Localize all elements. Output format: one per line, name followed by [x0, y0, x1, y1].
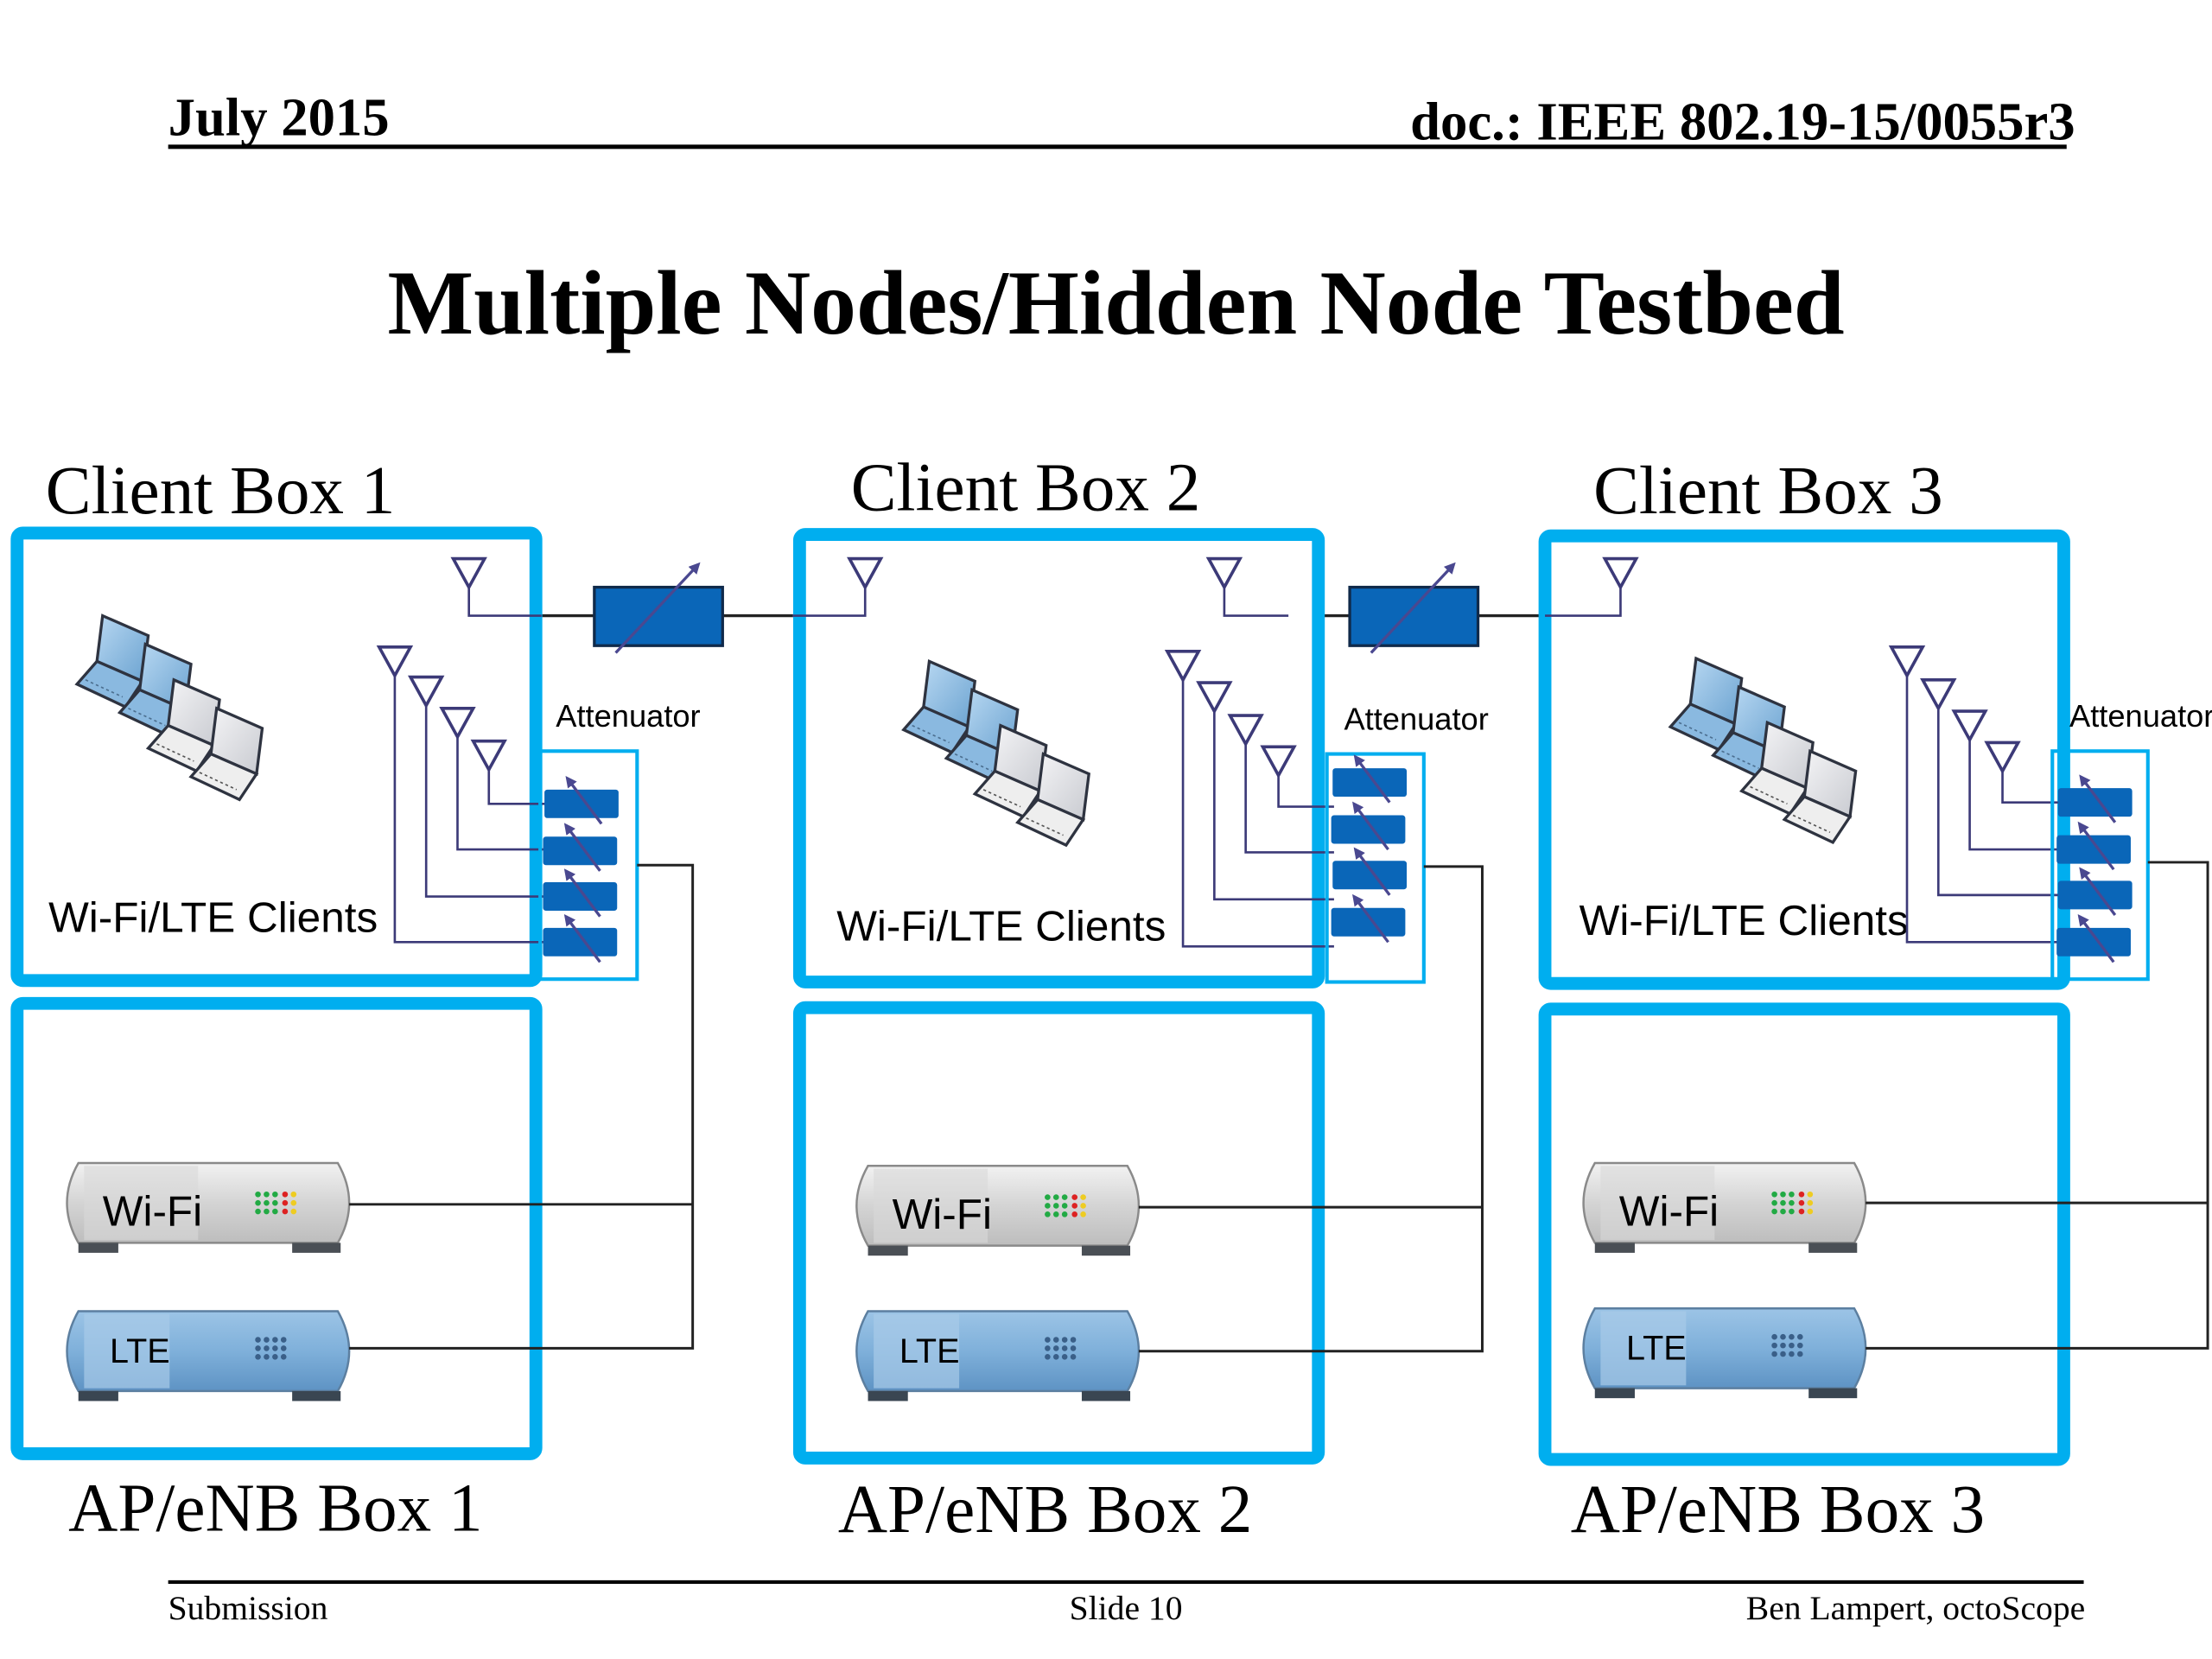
wifi-label: Wi-Fi [893, 1191, 992, 1238]
header-date: July 2015 [168, 87, 390, 148]
ap-box-1-label: AP/eNB Box 1 [68, 1471, 482, 1547]
wifi-label: Wi-Fi [1619, 1188, 1719, 1236]
clients-label: Wi-Fi/LTE Clients [836, 903, 1166, 950]
attenuator-bank [1325, 752, 1426, 984]
client-box-1-label: Client Box 1 [46, 453, 396, 529]
client-box-2-label: Client Box 2 [851, 450, 1201, 526]
attenuator-cell [1332, 849, 1407, 895]
slide-title: Multiple Nodes/Hidden Node Testbed [387, 252, 1844, 353]
attenuator-label: Attenuator [556, 698, 700, 734]
lte-router-icon: LTE [66, 1310, 351, 1402]
footer-submission: Submission [168, 1589, 328, 1627]
wifi-router-icon: Wi-Fi [855, 1165, 1141, 1257]
attenuator-cell [543, 825, 617, 871]
attenuator-bank [2050, 749, 2150, 982]
wifi-router-icon: Wi-Fi [66, 1161, 351, 1255]
client-antennas [377, 645, 548, 944]
lte-label: LTE [1626, 1330, 1687, 1368]
attenuator-label: Attenuator [1344, 702, 1488, 737]
attenuator-cell [544, 779, 619, 824]
ap-box-2-label: AP/eNB Box 2 [838, 1471, 1252, 1548]
client-antennas [1166, 650, 1334, 948]
wifi-router-icon: Wi-Fi [1582, 1161, 1867, 1255]
ap-box-3-label: AP/eNB Box 3 [1571, 1471, 1985, 1548]
header-doc-id: doc.: IEEE 802.19-15/0055r3 [1410, 92, 2075, 152]
inter-box-attenuator-2 [1348, 585, 1480, 647]
clients-label: Wi-Fi/LTE Clients [48, 894, 378, 942]
attenuator-cell [543, 917, 617, 963]
wiring-1 [349, 863, 695, 1350]
attenuator-cell [1332, 897, 1406, 943]
ap-box-2: Wi-Fi LTE [792, 1001, 1325, 1465]
client-antennas [1890, 645, 2058, 944]
inter-box-link-1-2 [538, 562, 798, 654]
lte-label: LTE [110, 1332, 170, 1370]
attenuator-label: Attenuator [2069, 698, 2212, 734]
wifi-label: Wi-Fi [103, 1188, 202, 1236]
lte-router-icon: LTE [1582, 1306, 1867, 1400]
attenuator-cell [1332, 804, 1406, 849]
client-box-2: Wi-Fi/LTE Clients Attenuator [792, 528, 1489, 988]
wiring-2 [1138, 865, 1484, 1353]
attenuator-bank [538, 749, 639, 982]
inter-box-attenuator-1 [593, 585, 724, 647]
ap-box-1: Wi-Fi LTE [10, 996, 543, 1460]
wiring-3 [1866, 861, 2209, 1350]
attenuator-cell [1332, 757, 1407, 803]
client-box-3-label: Client Box 3 [1593, 453, 1943, 529]
inter-box-link-2-3 [1285, 562, 1546, 654]
lte-label: LTE [899, 1332, 960, 1370]
footer-slide-number: Slide 10 [1070, 1589, 1183, 1627]
ap-box-3: Wi-Fi LTE [1538, 1002, 2070, 1466]
lte-router-icon: LTE [855, 1310, 1141, 1402]
client-box-1: Wi-Fi/LTE Clients Attenuator [10, 526, 701, 988]
client-box-3: Wi-Fi/LTE Clients Attenuator [1538, 529, 2212, 990]
attenuator-cell [543, 871, 617, 917]
footer-author: Ben Lampert, octoScope [1746, 1589, 2085, 1627]
clients-label: Wi-Fi/LTE Clients [1580, 897, 1909, 944]
